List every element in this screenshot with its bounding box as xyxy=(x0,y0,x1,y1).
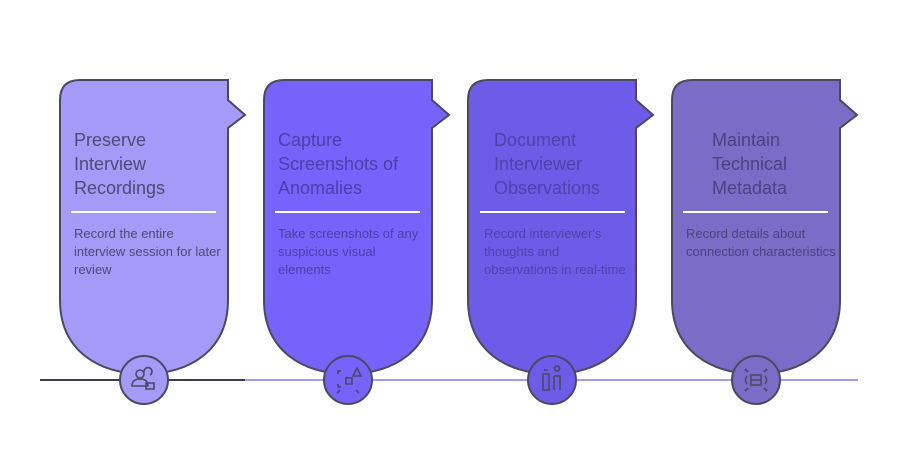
step-icon-circle xyxy=(323,355,373,405)
divider xyxy=(480,211,625,213)
divider xyxy=(683,211,828,213)
step-description: Record details about connection characte… xyxy=(686,226,836,259)
step-icon-circle xyxy=(527,355,577,405)
data-network-icon xyxy=(744,368,768,392)
divider xyxy=(71,211,216,213)
step-description: Record the entire interview session for … xyxy=(74,226,221,277)
step-description: Take screenshots of any suspicious visua… xyxy=(278,226,419,277)
step-card-shape xyxy=(59,79,247,376)
interviewer-notes-icon xyxy=(542,365,561,391)
step-card-shape xyxy=(467,79,655,376)
step-description: Record interviewer's thoughts and observ… xyxy=(484,226,626,277)
screenshot-warning-icon xyxy=(336,366,363,394)
step-card-shape xyxy=(263,79,451,376)
divider xyxy=(275,211,420,213)
users-video-icon xyxy=(131,366,155,390)
step-card-shape xyxy=(671,79,859,376)
